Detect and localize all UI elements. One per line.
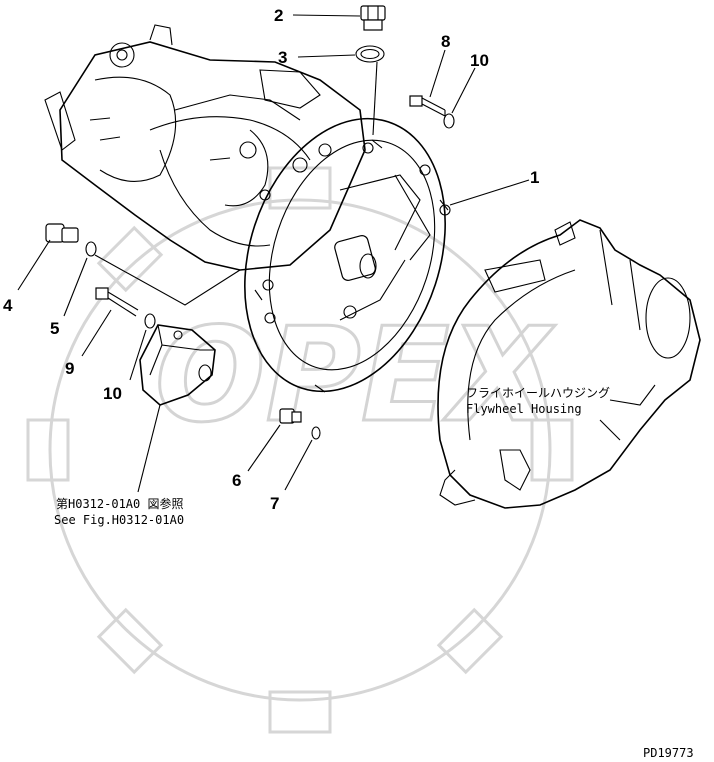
hydraulic-pump [44,24,366,271]
callout-5: 5 [50,319,59,338]
part-10-washer-upper [443,113,455,129]
callout-4: 4 [3,296,13,315]
callout-6: 6 [232,471,241,490]
watermark-logo: OPEX [26,166,574,734]
part-10-washer-lower [144,313,156,329]
part-3-o-ring [355,45,385,63]
part-8-bolt [409,95,446,117]
part-7-o-ring [311,426,321,440]
callout-10-upper: 10 [470,51,489,70]
housing-label-jp: フライホイールハウジング [466,386,610,400]
housing-label-en: Flywheel Housing [466,402,582,416]
callout-10-lower: 10 [103,384,122,403]
reference-note-jp: 第H0312-01A0 図参照 [56,496,183,511]
sub-assembly-bracket [139,324,216,406]
pump-mount-plate [244,117,451,393]
callout-7: 7 [270,494,279,513]
part-4-plug [45,223,79,243]
callout-3: 3 [278,48,287,67]
callout-1: 1 [530,168,539,187]
part-2-plug [360,5,386,31]
callout-8: 8 [441,32,450,51]
watermark-text: OPEX [155,299,556,451]
callout-2: 2 [274,6,283,25]
part-5-o-ring [85,241,97,257]
part-6-plug [279,408,302,424]
flywheel-housing [437,219,701,509]
diagram-code: PD19773 [643,746,694,760]
callout-9: 9 [65,359,74,378]
leader-lines [17,14,530,493]
reference-note-en: See Fig.H0312-01A0 [54,513,184,527]
part-9-bolt [95,287,139,317]
